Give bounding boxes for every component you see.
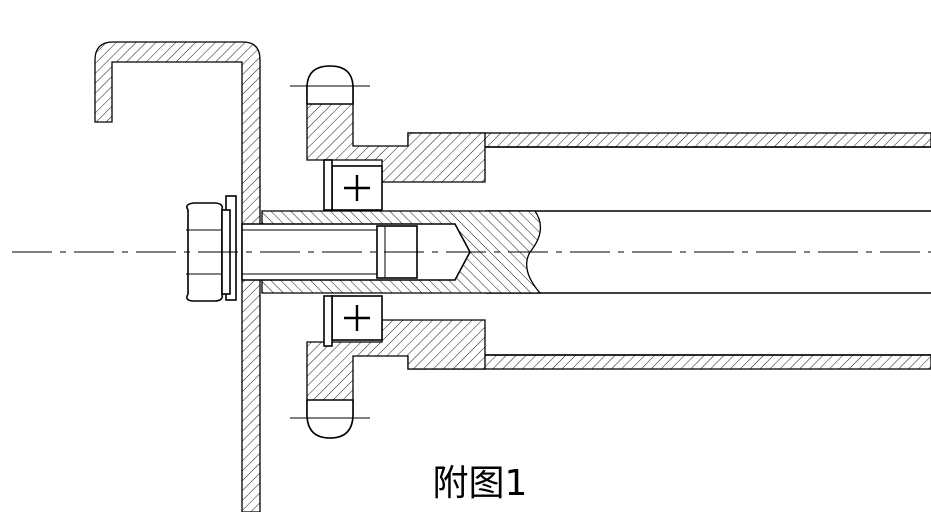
plus-mark-bottom <box>344 305 370 331</box>
bent-bracket <box>94 41 261 512</box>
tube-wall-bottom <box>407 354 931 370</box>
tube-wall-top <box>407 132 931 148</box>
retaining-ring-bottom <box>323 295 333 347</box>
wheel-tip-top <box>306 65 354 105</box>
bolt-shank <box>241 229 378 275</box>
wheel-tip-bottom <box>306 399 354 439</box>
retaining-ring-top <box>323 159 333 211</box>
figure-caption: 附图1 <box>432 463 528 504</box>
plus-mark-top <box>344 175 370 201</box>
